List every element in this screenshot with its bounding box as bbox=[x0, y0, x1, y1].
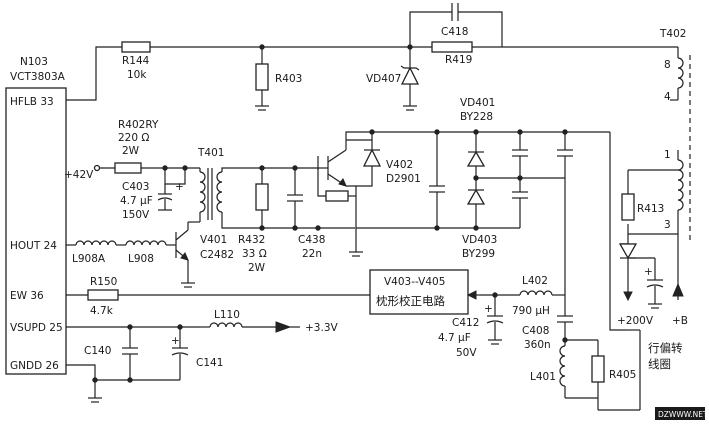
t402-pin1: 1 bbox=[664, 149, 671, 161]
l110-label: L110 bbox=[214, 309, 240, 321]
r150-label: R150 bbox=[90, 276, 117, 288]
transistor-v402 bbox=[317, 131, 382, 257]
r432-value: 33 Ω bbox=[242, 248, 267, 260]
ic-ref: N103 bbox=[20, 56, 48, 68]
r403-label: R403 bbox=[275, 73, 302, 85]
t402-label: T402 bbox=[659, 28, 686, 40]
ic-n103-body bbox=[5, 87, 67, 375]
r432-power: 2W bbox=[248, 262, 266, 274]
vd401-label: VD401 bbox=[460, 97, 495, 109]
c412-label: C412 bbox=[452, 317, 479, 329]
pin-gndd-label: GNDD 26 bbox=[10, 360, 59, 372]
retrace-capacitors bbox=[512, 132, 573, 228]
r405-label: R405 bbox=[609, 369, 636, 381]
watermark-badge bbox=[655, 407, 705, 420]
r150-value: 4.7k bbox=[90, 305, 114, 317]
t402-primary-path: + bbox=[609, 132, 684, 331]
resistor-r432 bbox=[255, 183, 269, 211]
transistor-v401 bbox=[175, 222, 195, 288]
plusb-label: +B bbox=[672, 315, 688, 327]
diodes-vd401-vd403 bbox=[466, 132, 565, 228]
r144-label: R144 bbox=[122, 55, 150, 67]
c403-value: 4.7 μF bbox=[120, 195, 153, 207]
c141-label: C141 bbox=[196, 357, 223, 369]
resistor-r150 bbox=[87, 289, 119, 301]
pin-vsupd-label: VSUPD 25 bbox=[10, 322, 63, 334]
vd401-part: BY228 bbox=[460, 111, 493, 123]
resistor-r405 bbox=[591, 355, 605, 383]
c408-value: 360n bbox=[524, 339, 551, 351]
c412-voltage: 50V bbox=[456, 347, 477, 359]
l402-value: 790 μH bbox=[512, 305, 550, 317]
c412-value: 4.7 μF bbox=[438, 332, 471, 344]
block-name: 枕形校正电路 bbox=[376, 294, 445, 308]
l401-r405-network bbox=[559, 329, 641, 411]
block-ref: V403--V405 bbox=[384, 276, 445, 288]
t402-pin4: 4 bbox=[664, 91, 671, 103]
l402-label: L402 bbox=[522, 275, 548, 287]
c408-label: C408 bbox=[522, 325, 549, 337]
plus3v3-label: +3.3V bbox=[305, 322, 338, 334]
svg-text:+: + bbox=[644, 266, 653, 278]
plus42v-label: +42V bbox=[64, 169, 94, 181]
r432-label: R432 bbox=[238, 234, 265, 246]
v402-label: V402 bbox=[386, 159, 413, 171]
resistor-r413 bbox=[621, 193, 635, 221]
resistor-r402ry bbox=[114, 162, 142, 174]
pin-hout-label: HOUT 24 bbox=[10, 240, 57, 252]
svg-text:+: + bbox=[484, 303, 493, 315]
c418-r419-network bbox=[409, 3, 503, 53]
t401-secondary-network bbox=[221, 165, 355, 231]
r402ry-label: R402RY bbox=[118, 119, 159, 131]
resistor-r403 bbox=[255, 63, 269, 91]
c438-value: 22n bbox=[302, 248, 322, 260]
resistor-r403-branch bbox=[255, 47, 269, 111]
c403-label: C403 bbox=[122, 181, 149, 193]
l402-c408-path: + bbox=[466, 178, 573, 345]
vd407-label: VD407 bbox=[366, 73, 401, 85]
transformer-t401 bbox=[188, 168, 223, 223]
hout-drive-path bbox=[66, 240, 176, 246]
svg-text:+: + bbox=[171, 335, 180, 347]
pincushion-correction-block bbox=[369, 269, 469, 315]
c418-label: C418 bbox=[441, 26, 468, 38]
v402-part: D2901 bbox=[386, 173, 421, 185]
v401-label: V401 bbox=[200, 234, 227, 246]
ew-path bbox=[66, 289, 370, 301]
pin-ew-label: EW 36 bbox=[10, 290, 44, 302]
svg-text:+: + bbox=[175, 181, 184, 193]
resistor-r419 bbox=[431, 41, 473, 53]
plus42v-terminal bbox=[93, 164, 101, 172]
r402ry-power: 2W bbox=[122, 145, 140, 157]
vd403-label: VD403 bbox=[462, 234, 497, 246]
yoke-label-line1: 行偏转 bbox=[648, 341, 683, 355]
transformer-t402 bbox=[670, 55, 691, 240]
r144-value: 10k bbox=[127, 69, 147, 81]
resistor-r144 bbox=[121, 41, 151, 53]
vd403-part: BY299 bbox=[462, 248, 495, 260]
t402-pin8: 8 bbox=[664, 59, 671, 71]
r419-label: R419 bbox=[445, 54, 472, 66]
l908a-label: L908A bbox=[72, 253, 106, 265]
pin-hflb-label: HFLB 33 bbox=[10, 96, 54, 108]
v401-part: C2482 bbox=[200, 249, 234, 261]
t402-pin3: 3 bbox=[664, 219, 671, 231]
plus200v-label: +200V bbox=[617, 315, 654, 327]
ic-part: VCT3803A bbox=[10, 71, 66, 83]
c403-voltage: 150V bbox=[122, 209, 150, 221]
zener-vd407 bbox=[400, 47, 420, 111]
yoke-label-line2: 线圈 bbox=[648, 357, 671, 371]
r402ry-value: 220 Ω bbox=[118, 132, 149, 144]
vsupd-supply-path: + bbox=[66, 321, 300, 403]
watermark-text: DZWWW.NET bbox=[658, 410, 708, 419]
r402ry-c403-network: + bbox=[97, 162, 200, 211]
l401-label: L401 bbox=[530, 371, 556, 383]
c438-label: C438 bbox=[298, 234, 325, 246]
l908-label: L908 bbox=[128, 253, 154, 265]
r413-label: R413 bbox=[637, 203, 664, 215]
t401-label: T401 bbox=[197, 147, 224, 159]
c140-label: C140 bbox=[84, 345, 111, 357]
